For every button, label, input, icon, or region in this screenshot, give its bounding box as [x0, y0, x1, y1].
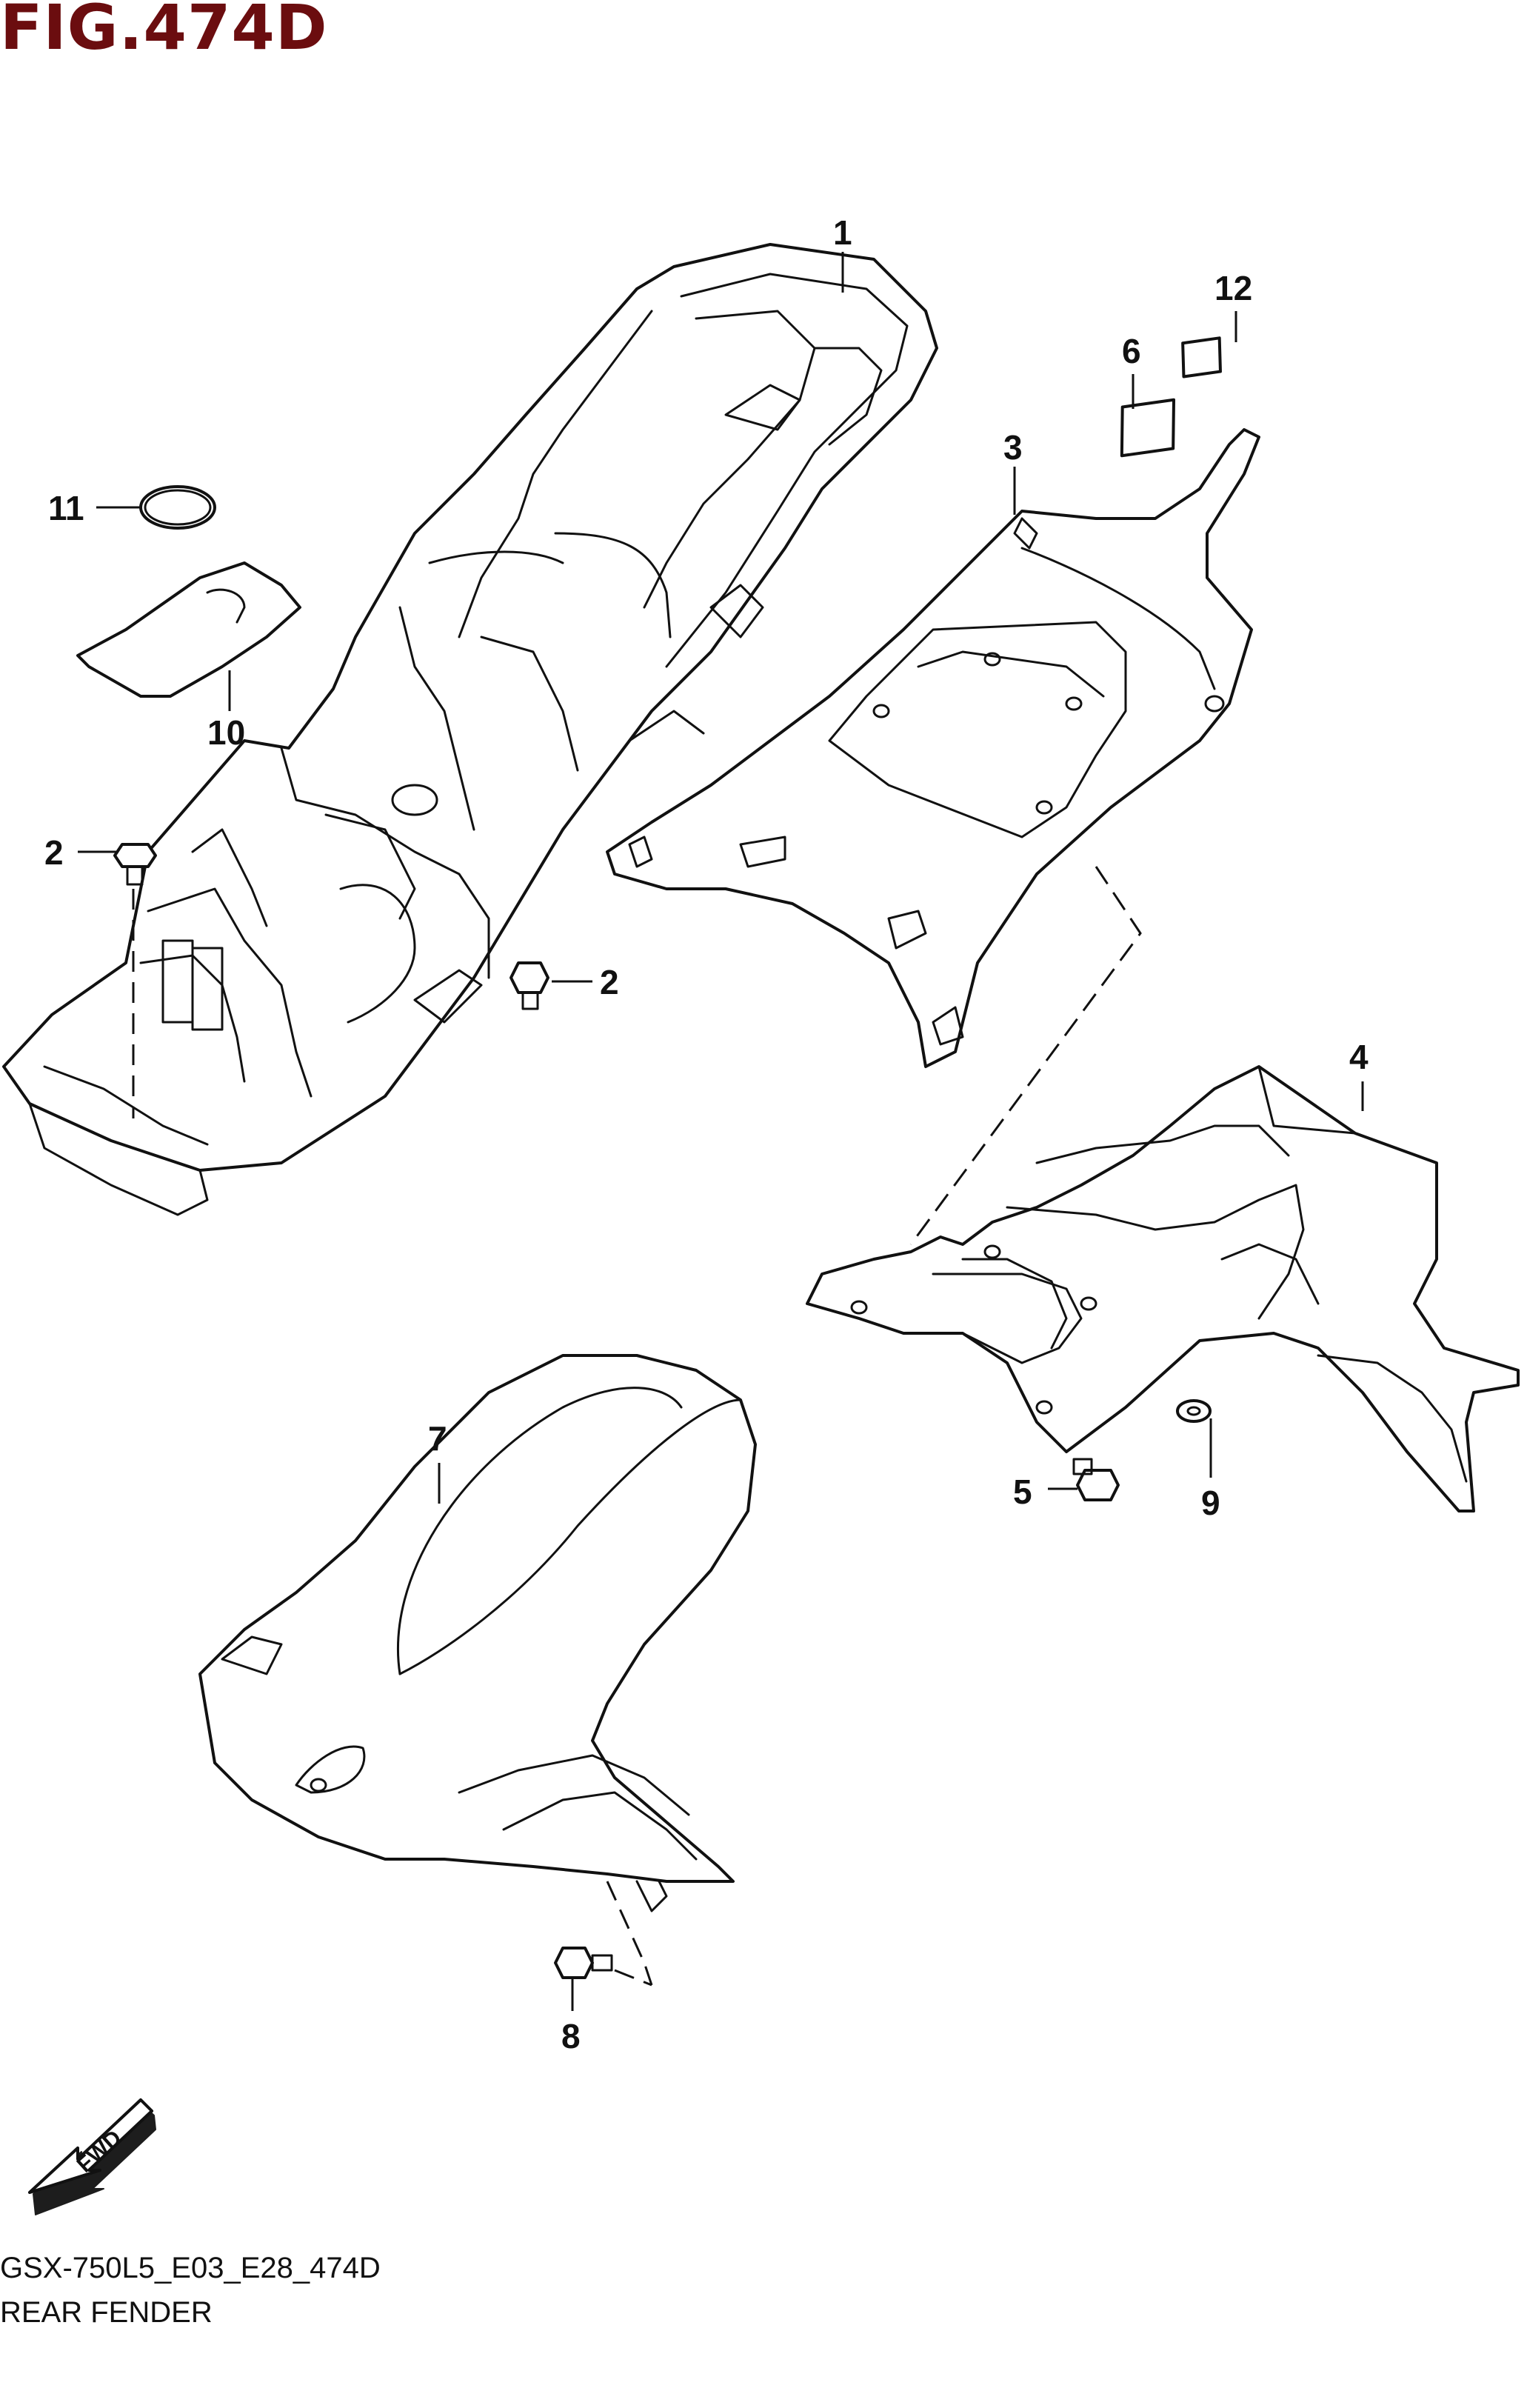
part-3-inner-fender-panel[interactable]	[606, 428, 1260, 1068]
part-8-bolt[interactable]	[554, 1947, 613, 1979]
callout-3: 3	[1003, 428, 1023, 467]
part-7-hugger[interactable]	[198, 1354, 757, 1912]
part-12-pad[interactable]	[1179, 336, 1224, 378]
callout-10: 10	[207, 713, 245, 752]
callout-2-left: 2	[44, 833, 64, 872]
callout-12: 12	[1214, 269, 1252, 307]
part-4-rear-fender[interactable]	[806, 1065, 1520, 1512]
fwd-arrow-icon: FWD	[28, 2098, 156, 2215]
figure-title: FIG.474D	[0, 0, 328, 64]
callout-7: 7	[428, 1419, 447, 1458]
assembly-lines	[132, 866, 1142, 1987]
leader-lines	[78, 252, 1364, 2011]
part-5-bolt[interactable]	[1072, 1458, 1120, 1501]
part-11-o-ring[interactable]	[139, 485, 216, 530]
callout-2-center: 2	[600, 963, 619, 1001]
part-6-pad[interactable]	[1115, 398, 1180, 458]
model-code: GSX-750L5_E03_E28_474D	[0, 2252, 381, 2284]
callout-5: 5	[1013, 1473, 1032, 1511]
callout-1: 1	[833, 213, 852, 252]
part-9-washer[interactable]	[1176, 1399, 1212, 1423]
callout-numbers: 1 2 2 3 4 5 6 7 8 9 10 11 12	[44, 213, 1369, 2055]
callout-9: 9	[1201, 1484, 1220, 1522]
callout-8: 8	[561, 2017, 581, 2055]
callout-6: 6	[1122, 332, 1141, 370]
section-name: REAR FENDER	[0, 2296, 213, 2329]
part-2-bolt-left[interactable]	[113, 843, 157, 886]
part-2-bolt-center[interactable]	[509, 961, 549, 1010]
callout-4: 4	[1349, 1038, 1369, 1076]
callout-11: 11	[48, 489, 84, 527]
part-1-rear-fender-frame[interactable]	[2, 243, 938, 1216]
part-10-cover-plate[interactable]	[76, 561, 301, 698]
